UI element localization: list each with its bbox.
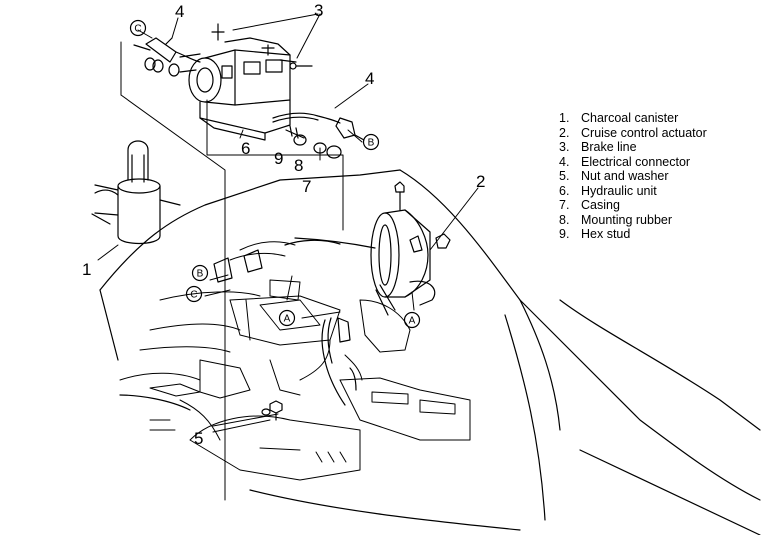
callout-2: 2 <box>476 172 485 191</box>
connector-b-installed-label: B <box>197 269 204 280</box>
connector-b-label: B <box>368 138 375 149</box>
electrical-connector-c <box>133 37 201 63</box>
parts-legend: 1. Charcoal canister 2. Cruise control act… <box>559 111 764 242</box>
legend-number: 9. <box>559 227 570 241</box>
callout-5: 5 <box>194 429 203 448</box>
nut-and-washer-pair <box>261 400 283 421</box>
legend-label: Nut and washer <box>581 169 669 183</box>
legend-item: 1. Charcoal canister <box>559 111 764 126</box>
engine-bay-details <box>119 241 471 481</box>
legend-label: Electrical connector <box>581 154 691 169</box>
legend-item: 4. Electrical connector <box>559 155 764 170</box>
connector-id-circles <box>129 19 421 329</box>
legend-number: 7. <box>559 198 570 212</box>
legend-number: 6. <box>559 183 570 198</box>
vehicle-body-outline <box>99 169 761 535</box>
legend-label: Mounting rubber <box>581 212 673 227</box>
callout-6: 6 <box>241 139 250 158</box>
connector-c-installed-label: C <box>190 290 197 301</box>
legend-number: 5. <box>559 169 570 183</box>
charcoal-canister <box>91 140 181 245</box>
legend-label: Brake line <box>581 140 637 154</box>
legend-item: 8. Mounting rubber <box>559 213 764 228</box>
connector-c-label: C <box>134 24 141 35</box>
callout-3: 3 <box>314 1 323 20</box>
legend-item: 7. Casing <box>559 198 764 213</box>
callout-8: 8 <box>294 156 303 175</box>
legend-number: 1. <box>559 111 570 125</box>
legend-number: 2. <box>559 125 570 140</box>
legend-number: 3. <box>559 140 570 154</box>
electrical-connector-b <box>272 112 365 141</box>
legend-label: Hex stud <box>581 227 631 241</box>
exploded-view-frame <box>120 41 344 501</box>
legend-label: Casing <box>581 198 620 212</box>
legend-number: 4. <box>559 154 570 169</box>
connector-a-actuator-label: A <box>409 316 416 327</box>
legend-item: 5. Nut and washer <box>559 169 764 184</box>
legend-label: Cruise control actuator <box>581 125 707 140</box>
callout-7: 7 <box>302 177 311 196</box>
cruise-control-actuator <box>294 181 451 316</box>
hex-stud-assembly <box>285 125 342 159</box>
legend-item: 3. Brake line <box>559 140 764 155</box>
installed-wire-harness <box>213 239 357 406</box>
callout-4-right: 4 <box>365 69 374 88</box>
callout-leader-lines <box>97 13 479 433</box>
legend-label: Charcoal canister <box>581 111 679 125</box>
legend-label: Hydraulic unit <box>581 183 657 198</box>
callout-1: 1 <box>82 260 91 279</box>
callout-4-top: 4 <box>175 2 184 21</box>
legend-item: 9. Hex stud <box>559 227 764 242</box>
legend-number: 8. <box>559 212 570 227</box>
callout-9: 9 <box>274 149 283 168</box>
legend-item: 2. Cruise control actuator <box>559 126 764 141</box>
mounting-hardware-left <box>144 57 180 77</box>
hydraulic-unit-exploded <box>179 23 313 141</box>
connector-a-label: A <box>284 314 291 325</box>
legend-item: 6. Hydraulic unit <box>559 184 764 199</box>
